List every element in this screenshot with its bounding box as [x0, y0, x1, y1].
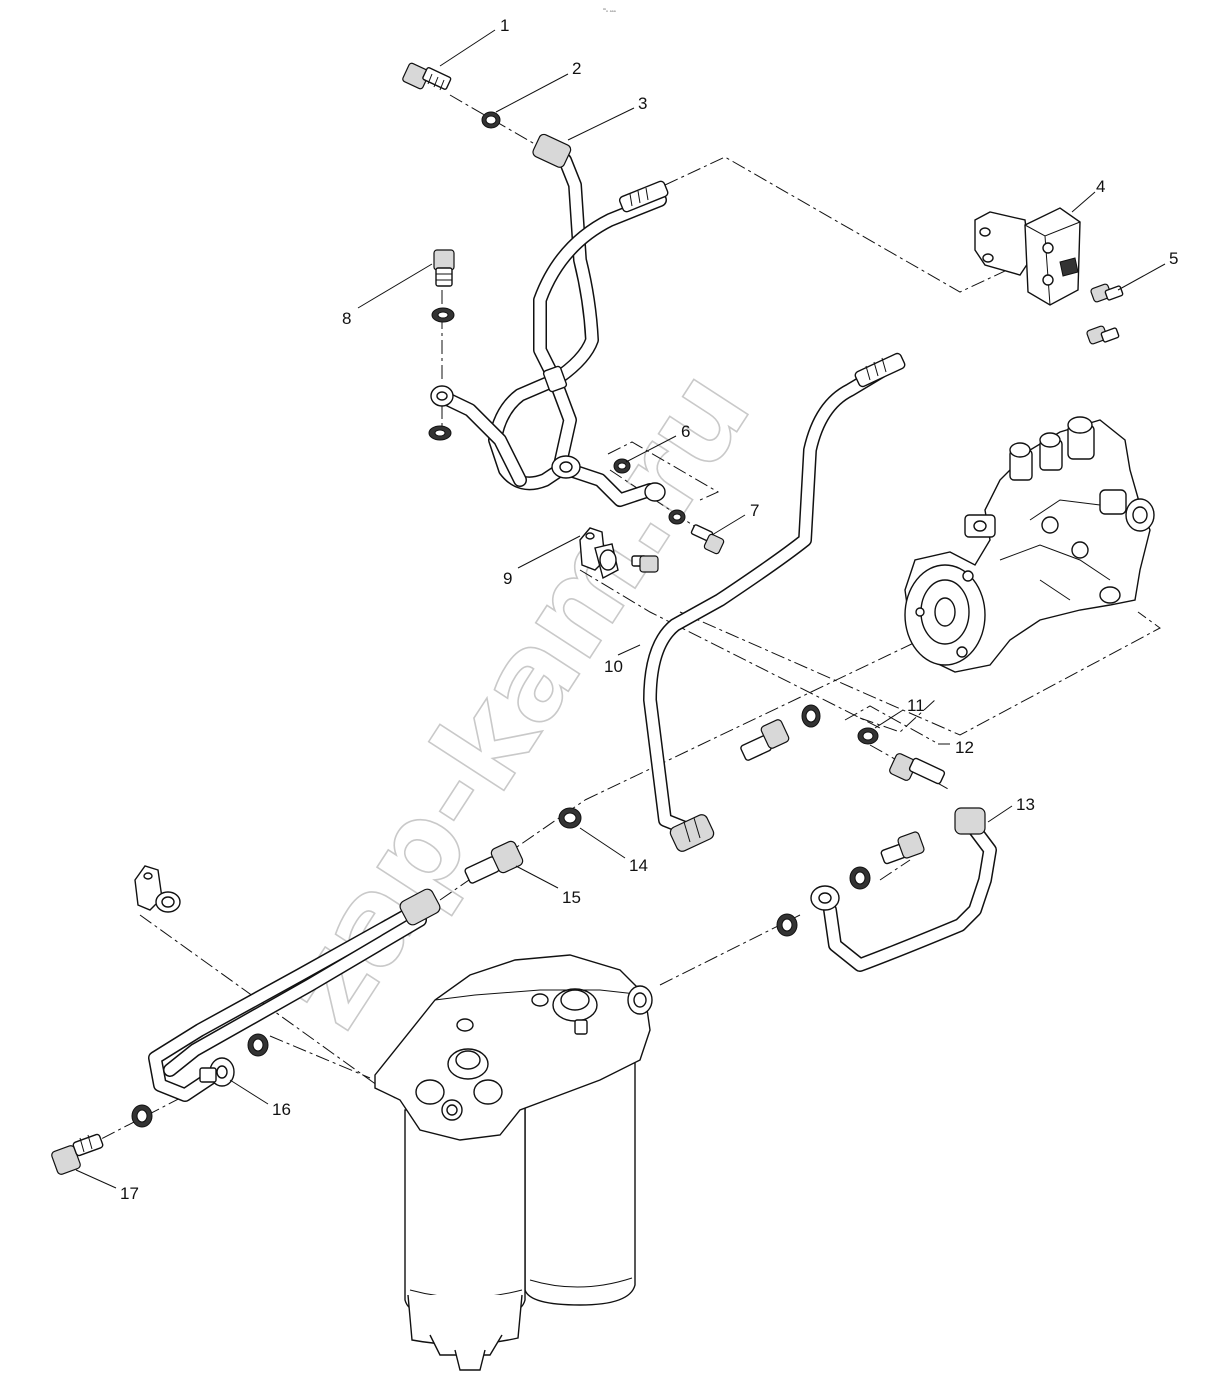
banjo-bolt-7[interactable] [690, 524, 725, 555]
callout-8: 8 [342, 309, 351, 328]
banjo-bolt-1[interactable] [402, 62, 452, 91]
clamp-16[interactable] [134, 865, 181, 913]
watermark: zap-kam.ru [253, 346, 777, 1050]
leader-lines [75, 29, 1166, 1189]
high-pressure-fuel-pump[interactable] [904, 416, 1155, 673]
fuel-pipe-13[interactable] [810, 807, 997, 972]
sealing-washer-16b[interactable] [131, 1104, 153, 1128]
callout-9: 9 [503, 569, 512, 588]
sealing-washer-14[interactable] [558, 807, 582, 829]
callout-17: 17 [120, 1184, 139, 1203]
callout-6: 6 [681, 422, 690, 441]
callout-13: 13 [1016, 795, 1035, 814]
sealing-washer-13a[interactable] [849, 866, 871, 890]
union-fitting-12b[interactable] [888, 752, 946, 785]
fuel-pipe-16[interactable] [148, 887, 442, 1102]
callout-2: 2 [572, 59, 581, 78]
fuel-pipe-10[interactable] [643, 352, 906, 853]
banjo-bolt-13[interactable] [880, 831, 925, 865]
sealing-washer-8a[interactable] [431, 307, 455, 323]
callout-16: 16 [272, 1100, 291, 1119]
sealing-washer-12[interactable] [801, 704, 821, 728]
sealing-washer-16a[interactable] [247, 1033, 269, 1057]
fuel-filter-assembly[interactable] [374, 954, 653, 1371]
fuel-pipe-upper[interactable] [430, 133, 669, 507]
callout-15: 15 [562, 888, 581, 907]
callout-4: 4 [1096, 177, 1105, 196]
callout-11: 11 [907, 696, 925, 715]
sealing-washer-6b[interactable] [668, 509, 686, 525]
header-mark: ᵐₙ ₒₒₒ [603, 8, 616, 14]
callout-12: 12 [955, 738, 974, 757]
banjo-bolt-17[interactable] [51, 1133, 104, 1176]
union-fitting-12a[interactable] [740, 718, 790, 761]
sealing-washer-13b[interactable] [776, 913, 798, 937]
sealing-washer-6a[interactable] [613, 458, 631, 474]
sealing-washer-11[interactable] [857, 727, 879, 745]
callout-5: 5 [1169, 249, 1178, 268]
sealing-washer-2[interactable] [481, 111, 501, 129]
clamp-9[interactable] [579, 527, 659, 580]
union-fitting-15[interactable] [464, 840, 524, 884]
callout-1: 1 [500, 16, 509, 35]
bracket-4[interactable] [974, 207, 1081, 306]
callout-7: 7 [750, 501, 759, 520]
callout-labels: 1 2 3 4 5 6 7 8 9 10 11 12 13 14 15 16 1… [120, 16, 1178, 1203]
callout-10: 10 [604, 657, 623, 676]
callout-3: 3 [638, 94, 647, 113]
sealing-washer-8b[interactable] [428, 425, 452, 441]
bolts-5[interactable] [1086, 283, 1124, 345]
banjo-bolt-8[interactable] [433, 249, 455, 287]
callout-14: 14 [629, 856, 648, 875]
